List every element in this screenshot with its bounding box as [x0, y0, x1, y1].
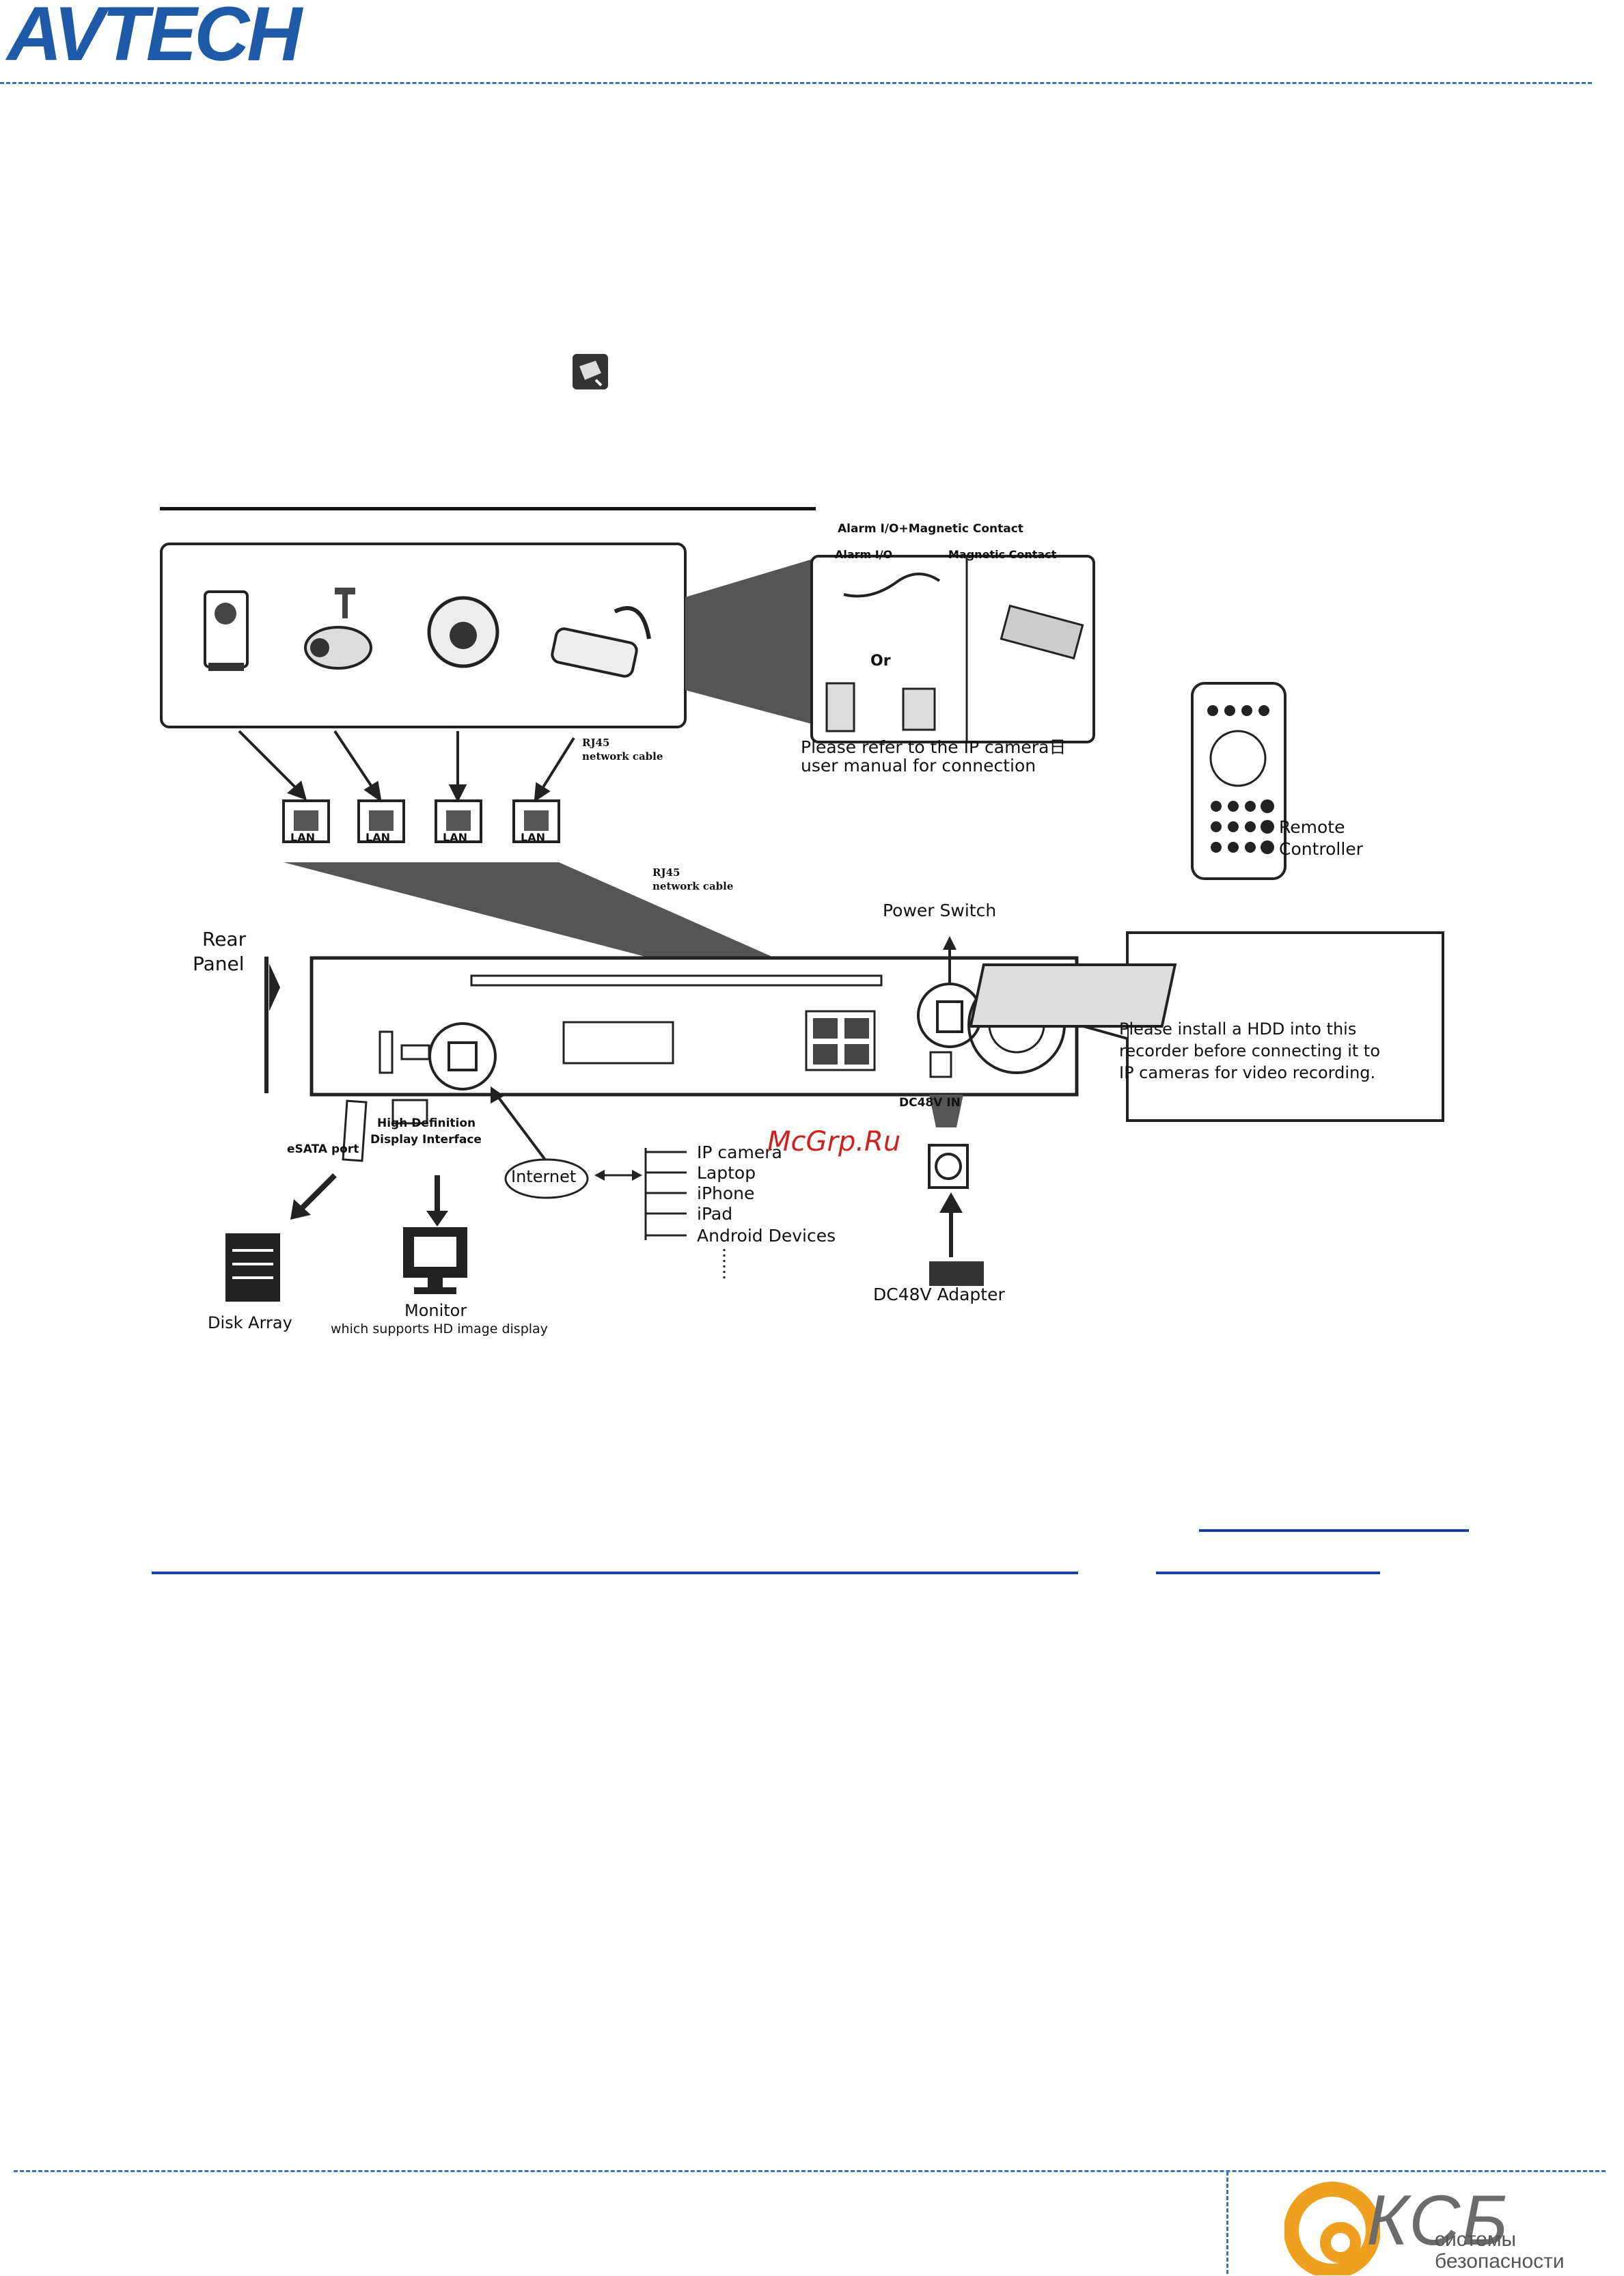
- dc-in-label: DC48V IN: [899, 1096, 961, 1110]
- lan-ports: [282, 799, 560, 843]
- rear-label-2: Panel: [193, 952, 245, 975]
- remote-label-2: Controller: [1279, 839, 1363, 859]
- hdd-line-2: recorder before connecting it to: [1119, 1041, 1381, 1060]
- or-label: Or: [870, 653, 891, 670]
- rj45-top-2: network cable: [582, 750, 663, 763]
- disk-array-icon: [225, 1233, 280, 1302]
- footer-vertical-divider: [1226, 2171, 1228, 2274]
- network-icon: [571, 353, 609, 391]
- hd-label-2: Display Interface: [370, 1133, 482, 1147]
- device-laptop: Laptop: [697, 1163, 756, 1183]
- ksb-sub-1: системы: [1435, 2228, 1517, 2251]
- adapter-label: DC48V Adapter: [873, 1285, 1005, 1304]
- lan-label-4: LAN: [521, 831, 545, 844]
- hdd-line-1: Please install a HDD into this: [1119, 1019, 1357, 1039]
- disk-array-label: Disk Array: [208, 1313, 292, 1332]
- rj45-mid-2: network cable: [652, 880, 734, 892]
- dome-camera-icon: [427, 596, 499, 668]
- hd-label-1: High Definition: [377, 1116, 476, 1130]
- bullet-camera-icon: [551, 606, 651, 678]
- header-divider: [0, 82, 1592, 84]
- watermark: McGrp.Ru: [767, 1126, 901, 1157]
- device-iphone: iPhone: [697, 1183, 755, 1203]
- magnetic-contact-label: Magnetic Contact: [948, 548, 1057, 561]
- refer-line-1: Please refer to the IP camera日: [801, 737, 1066, 757]
- lan-label-3: LAN: [443, 831, 467, 844]
- avtech-logo: AVTECH: [7, 0, 302, 77]
- monitor-icon: [403, 1227, 467, 1294]
- monitor-label: Monitor: [404, 1301, 467, 1320]
- lan-label-2: LAN: [366, 831, 390, 844]
- ksb-sub-2: безопасности: [1435, 2250, 1565, 2273]
- link-underline-1[interactable]: [1199, 1529, 1469, 1532]
- connection-diagram: [160, 543, 1444, 1302]
- power-switch-label: Power Switch: [883, 901, 997, 920]
- alarm-title: Alarm I/O+Magnetic Contact: [838, 522, 1023, 536]
- monitor-sub-label: which supports HD image display: [331, 1321, 548, 1336]
- refer-line-2: user manual for connection: [801, 756, 1036, 776]
- box-camera-icon: [204, 590, 249, 671]
- rj45-top-1: RJ45: [582, 737, 610, 749]
- ksb-brand: КСБ: [1366, 2181, 1509, 2260]
- esata-label: eSATA port: [287, 1142, 359, 1156]
- lan-label-1: LAN: [290, 831, 315, 844]
- link-underline-3[interactable]: [1156, 1572, 1380, 1574]
- device-ip-camera: IP camera: [697, 1142, 782, 1162]
- ceiling-camera-icon: [304, 588, 372, 670]
- device-ipad: iPad: [697, 1204, 733, 1224]
- internet-label: Internet: [511, 1167, 577, 1186]
- rj45-mid-1: RJ45: [652, 866, 680, 879]
- link-underline-2[interactable]: [152, 1572, 1078, 1574]
- section-rule: [160, 507, 816, 510]
- rear-label-1: Rear: [202, 928, 247, 950]
- remote-label-1: Remote: [1279, 817, 1345, 837]
- alarm-io-label: Alarm I/O: [835, 548, 893, 561]
- ksb-logo-icon: [1284, 2182, 1380, 2275]
- footer-divider: [14, 2170, 1606, 2172]
- hdd-line-3: IP cameras for video recording.: [1119, 1063, 1376, 1082]
- device-android: Android Devices: [697, 1226, 836, 1246]
- remote-controller-icon: [1191, 682, 1286, 880]
